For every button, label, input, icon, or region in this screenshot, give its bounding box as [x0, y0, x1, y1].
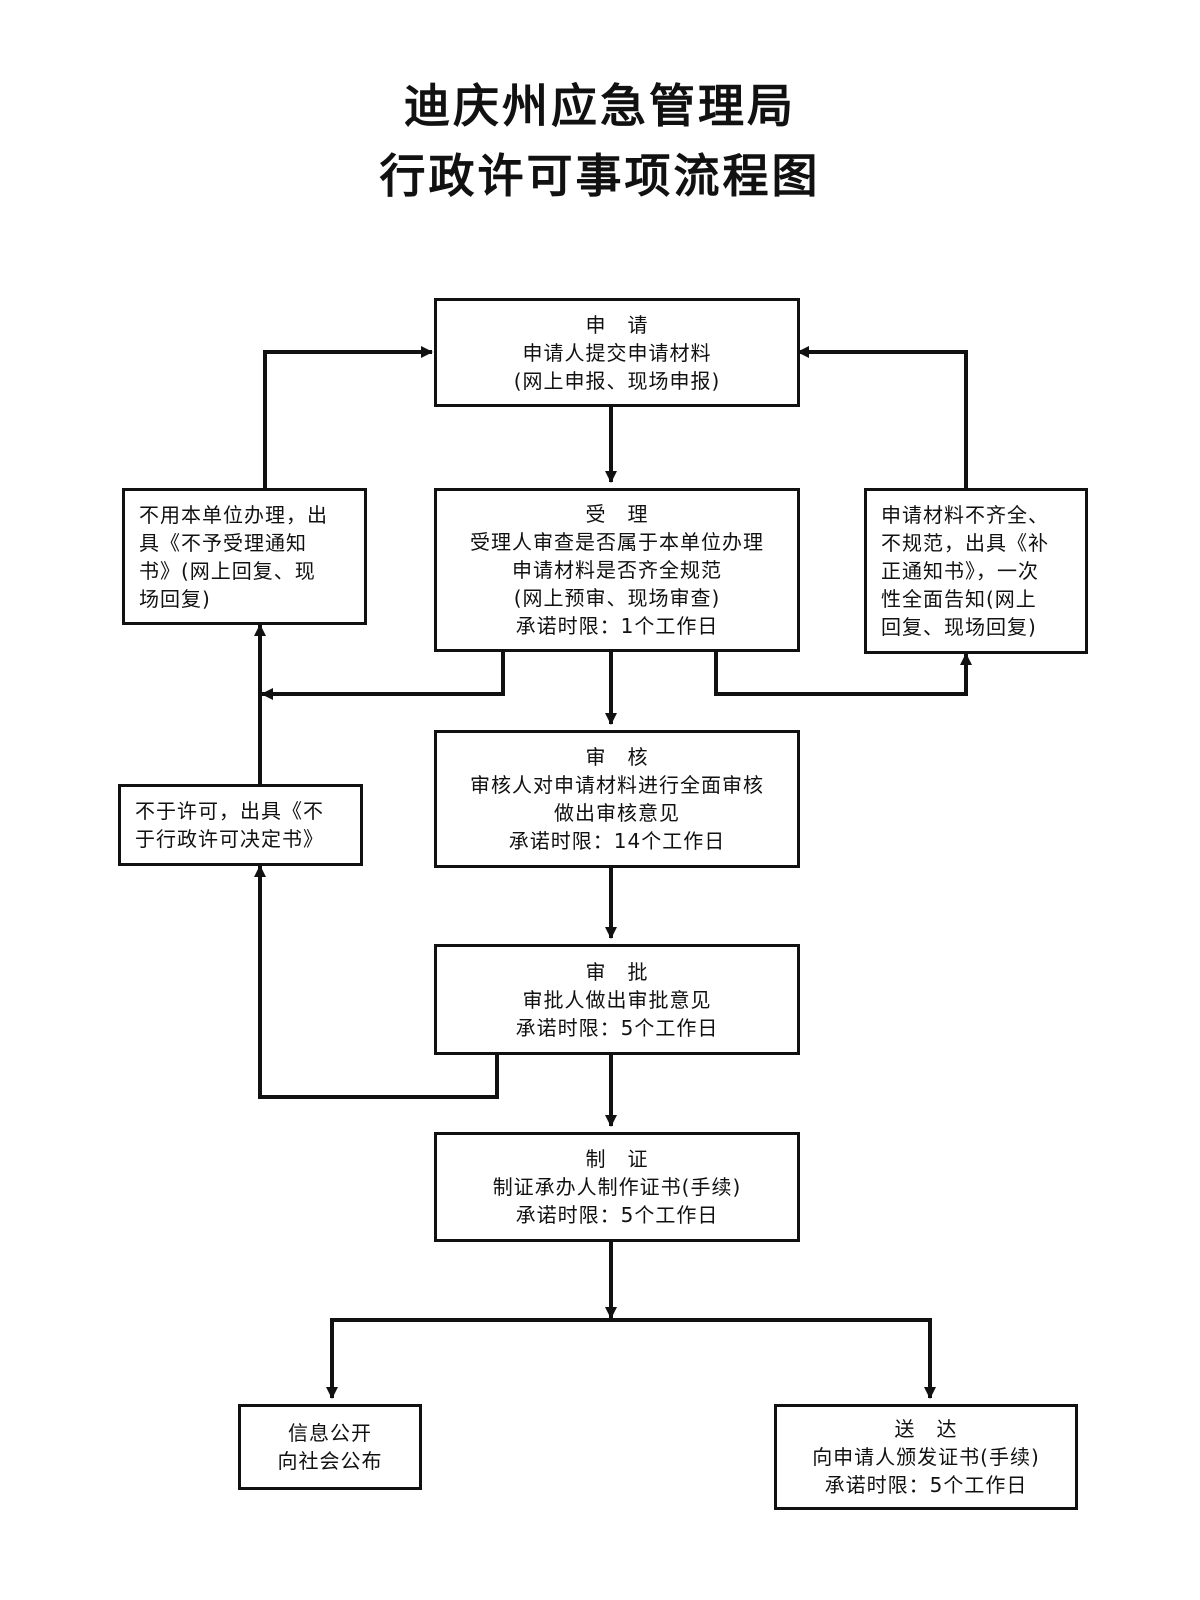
node-accept-deadline: 承诺时限：1个工作日 — [515, 614, 719, 638]
arrow-approve-to-deny — [254, 865, 499, 1099]
node-review-text: 审核人对申请材料进行全面审核 — [470, 773, 764, 797]
node-review: 审 核 审核人对申请材料进行全面审核 做出审核意见 承诺时限：14个工作日 — [434, 730, 800, 868]
node-accept-title: 受 理 — [585, 502, 649, 526]
node-supplement-text: 不规范，出具《补 — [881, 531, 1049, 555]
node-apply-title: 申 请 — [585, 312, 649, 337]
node-deny: 不于许可，出具《不 于行政许可决定书》 — [118, 784, 363, 866]
node-reject-text: 场回复) — [139, 586, 211, 611]
node-publish-text: 向社会公布 — [277, 1449, 383, 1473]
node-accept: 受 理 受理人审查是否属于本单位办理 申请材料是否齐全规范 (网上预审、现场审查… — [434, 488, 800, 652]
node-approve-title: 审 批 — [585, 959, 649, 984]
title-line-2: 行政许可事项流程图 — [379, 149, 821, 203]
node-approve: 审 批 审批人做出审批意见 承诺时限：5个工作日 — [434, 944, 800, 1055]
node-accept-text: 申请材料是否齐全规范 — [512, 558, 722, 582]
node-deliver-deadline: 承诺时限：5个工作日 — [824, 1473, 1028, 1497]
node-apply-text: (网上申报、现场申报) — [513, 368, 721, 393]
node-certify-deadline: 承诺时限：5个工作日 — [515, 1203, 719, 1227]
node-approve-deadline: 承诺时限：5个工作日 — [515, 1015, 719, 1040]
node-deny-text: 于行政许可决定书》 — [135, 827, 324, 851]
title-line-1: 迪庆州应急管理局 — [404, 79, 796, 133]
node-review-deadline: 承诺时限：14个工作日 — [508, 829, 726, 853]
node-supplement-text: 正通知书》，一次 — [881, 559, 1039, 583]
node-certify: 制 证 制证承办人制作证书(手续) 承诺时限：5个工作日 — [434, 1132, 800, 1242]
node-reject-text: 不用本单位办理，出 — [139, 502, 328, 527]
node-certify-title: 制 证 — [585, 1147, 649, 1171]
node-supplement-notice: 申请材料不齐全、 不规范，出具《补 正通知书》，一次 性全面告知(网上 回复、现… — [864, 488, 1088, 654]
node-apply-text: 申请人提交申请材料 — [522, 340, 712, 365]
arrow-accept-to-reject — [261, 652, 505, 700]
node-deliver-text: 向申请人颁发证书(手续) — [812, 1445, 1040, 1469]
arrow-accept-to-supplement — [714, 652, 972, 696]
node-supplement-text: 回复、现场回复) — [881, 615, 1037, 639]
node-reject-text: 具《不予受理通知 — [139, 530, 307, 555]
node-accept-text: (网上预审、现场审查) — [513, 586, 721, 610]
node-supplement-text: 性全面告知(网上 — [881, 587, 1037, 611]
node-deliver-title: 送 达 — [894, 1417, 958, 1441]
node-deliver: 送 达 向申请人颁发证书(手续) 承诺时限：5个工作日 — [774, 1404, 1078, 1510]
arrow-reject-to-apply — [263, 346, 433, 488]
node-reject-notice: 不用本单位办理，出 具《不予受理通知 书》(网上回复、现 场回复) — [122, 488, 367, 625]
node-apply: 申 请 申请人提交申请材料 (网上申报、现场申报) — [434, 298, 800, 407]
node-reject-text: 书》(网上回复、现 — [139, 558, 316, 583]
node-review-text: 做出审核意见 — [554, 801, 680, 825]
node-certify-text: 制证承办人制作证书(手续) — [492, 1175, 742, 1199]
node-publish-title: 信息公开 — [288, 1421, 372, 1445]
node-deny-text: 不于许可，出具《不 — [135, 799, 324, 823]
node-approve-text: 审批人做出审批意见 — [522, 987, 712, 1012]
node-review-title: 审 核 — [585, 745, 649, 769]
node-supplement-text: 申请材料不齐全、 — [881, 503, 1049, 527]
arrow-supplement-to-apply — [797, 346, 968, 488]
node-publish: 信息公开 向社会公布 — [238, 1404, 422, 1490]
node-accept-text: 受理人审查是否属于本单位办理 — [470, 530, 764, 554]
